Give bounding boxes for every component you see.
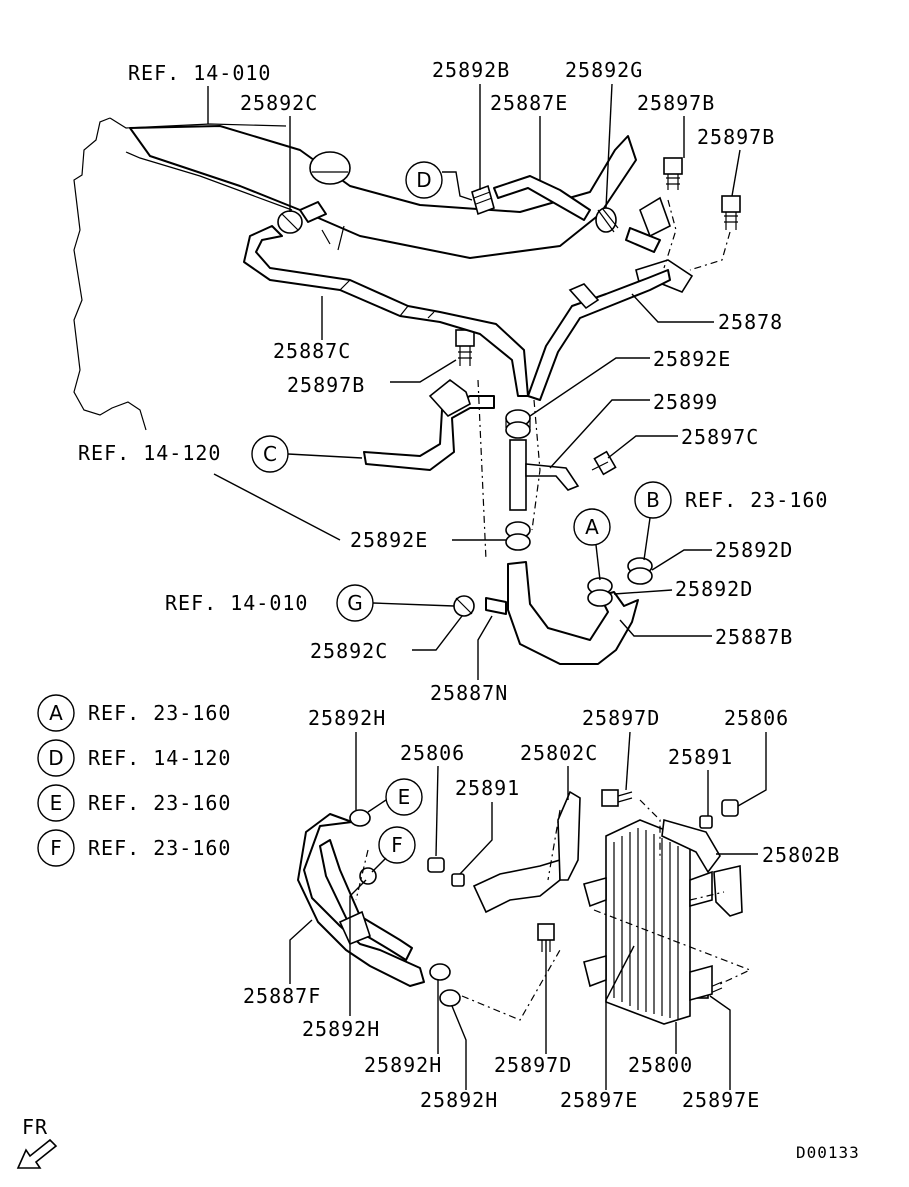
pipe-25899 xyxy=(505,399,580,551)
hose-25887E xyxy=(471,175,591,221)
part-25892E-label-b: 25892E xyxy=(350,528,428,552)
ref-14-010-label: REF. 14-010 xyxy=(128,61,271,85)
part-25897B-label-c: 25897B xyxy=(287,373,365,397)
marker-A: A xyxy=(573,508,611,546)
svg-text:REF. 23-160: REF. 23-160 xyxy=(88,701,231,725)
part-25892B-label: 25892B xyxy=(432,58,510,82)
tube-25878 xyxy=(527,269,671,401)
ref-14-010-g-label: REF. 14-010 xyxy=(165,591,308,615)
part-25891-label-a: 25891 xyxy=(455,776,520,800)
bolt-25897D xyxy=(537,789,633,952)
part-25897B-label-a: 25897B xyxy=(637,91,715,115)
part-25892H-label-c: 25892H xyxy=(364,1053,442,1077)
part-25892E-label-a: 25892E xyxy=(653,347,731,371)
part-25802C-label: 25802C xyxy=(520,741,598,765)
hose-25887B xyxy=(453,557,653,665)
bracket-25802C xyxy=(472,790,581,914)
svg-text:F: F xyxy=(50,836,62,860)
bolt-icon xyxy=(663,157,683,190)
bracket-25878 xyxy=(625,196,731,293)
collar-25891 xyxy=(451,815,713,887)
bracket-25802B xyxy=(661,818,743,917)
bolt-icon xyxy=(721,195,741,230)
front-direction-arrow-icon: FR xyxy=(16,1115,58,1169)
part-25806-label-a: 25806 xyxy=(400,741,465,765)
hose-clamp-25892C-bottom xyxy=(453,595,475,617)
collar-25806 xyxy=(427,799,739,873)
part-25887N-label: 25887N xyxy=(430,681,508,705)
legend: A REF. 23-160 D REF. 14-120 E REF. 23-16… xyxy=(37,694,231,867)
part-25892D-label-a: 25892D xyxy=(715,538,793,562)
part-25897C-label: 25897C xyxy=(681,425,759,449)
part-25892G-label: 25892G xyxy=(565,58,643,82)
hose-clamp-25892C xyxy=(277,210,303,234)
part-25892C-label-top: 25892C xyxy=(240,91,318,115)
part-25892C-label-bot: 25892C xyxy=(310,639,388,663)
part-25887E-label: 25887E xyxy=(490,91,568,115)
part-25887B-label: 25887B xyxy=(715,625,793,649)
part-25887F-label: 25887F xyxy=(243,984,321,1008)
part-25892H-label-a: 25892H xyxy=(308,706,386,730)
radiator-outline xyxy=(73,117,293,431)
svg-text:E: E xyxy=(50,791,63,815)
ref-23-160-b-label: REF. 23-160 xyxy=(685,488,828,512)
svg-text:REF. 23-160: REF. 23-160 xyxy=(88,791,231,815)
part-25878-label: 25878 xyxy=(718,310,783,334)
part-25899-label: 25899 xyxy=(653,390,718,414)
svg-text:D: D xyxy=(48,746,63,770)
part-25887C-label: 25887C xyxy=(273,339,351,363)
hose-clamp-25892D xyxy=(587,557,653,607)
marker-D: D xyxy=(405,161,443,199)
part-25897E-label-a: 25897E xyxy=(560,1088,638,1112)
svg-text:C: C xyxy=(263,442,277,466)
part-25897D-label-a: 25897D xyxy=(582,706,660,730)
diagram-id: D00133 xyxy=(796,1143,860,1162)
part-25892H-label-b: 25892H xyxy=(302,1017,380,1041)
hose-clamp-icon xyxy=(471,184,495,216)
part-25892D-label-b: 25892D xyxy=(675,577,753,601)
svg-text:REF. 23-160: REF. 23-160 xyxy=(88,836,231,860)
svg-text:D: D xyxy=(416,168,431,192)
svg-text:B: B xyxy=(646,488,660,512)
svg-text:E: E xyxy=(398,785,411,809)
part-25897D-label-b: 25897D xyxy=(494,1053,572,1077)
svg-text:G: G xyxy=(347,591,363,615)
reservoir-cap-icon xyxy=(309,151,351,185)
svg-text:A: A xyxy=(49,701,63,725)
part-25897E-label-b: 25897E xyxy=(682,1088,760,1112)
part-25800-label: 25800 xyxy=(628,1053,693,1077)
marker-F: F xyxy=(378,826,416,864)
bolt-icon xyxy=(455,329,475,366)
bolt-25897C xyxy=(591,450,617,476)
svg-text:A: A xyxy=(585,515,599,539)
svg-text:REF. 14-120: REF. 14-120 xyxy=(88,746,231,770)
hose-clamp-25892G xyxy=(595,207,619,233)
part-25806-label-b: 25806 xyxy=(724,706,789,730)
legend-item-A: A REF. 23-160 xyxy=(37,694,231,732)
part-25897B-label-b: 25897B xyxy=(697,125,775,149)
legend-item-E: E REF. 23-160 xyxy=(37,784,231,822)
marker-C: C xyxy=(251,435,289,473)
part-25802B-label: 25802B xyxy=(762,843,840,867)
hose-25887F xyxy=(297,809,561,1021)
legend-item-D: D REF. 14-120 xyxy=(37,739,231,777)
part-25892H-label-d: 25892H xyxy=(420,1088,498,1112)
marker-G: G xyxy=(336,584,374,622)
front-direction-label: FR xyxy=(22,1115,48,1139)
part-25891-label-b: 25891 xyxy=(668,745,733,769)
ref-14-120-label: REF. 14-120 xyxy=(78,441,221,465)
svg-text:F: F xyxy=(391,833,403,857)
marker-B: B xyxy=(634,481,672,519)
marker-E: E xyxy=(385,778,423,816)
hose-C xyxy=(363,378,495,561)
legend-item-F: F REF. 23-160 xyxy=(37,829,231,867)
